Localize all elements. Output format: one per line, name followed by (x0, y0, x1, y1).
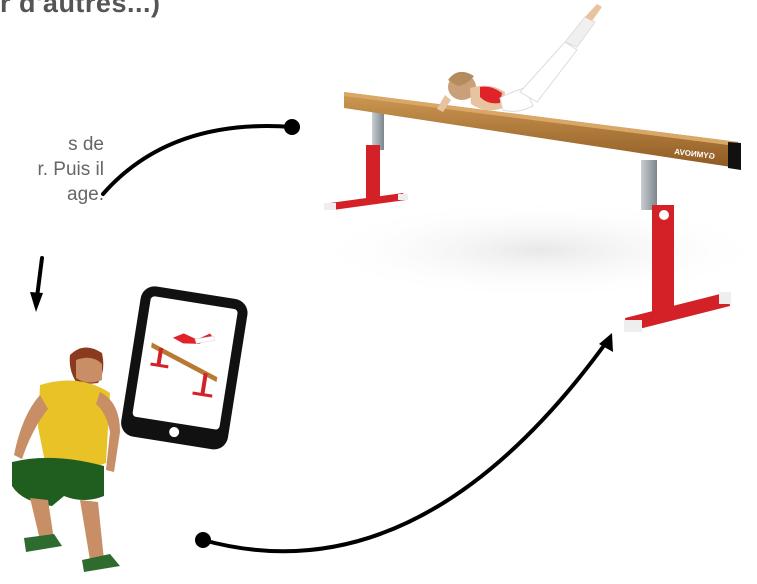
arrow-bottom-curve (203, 340, 608, 551)
arrow-bottom-dot (195, 532, 211, 548)
gymnast-figure (437, 4, 602, 112)
arrow-top-dot (284, 119, 300, 135)
beam-shadow (310, 200, 757, 300)
arrow-top-curve (103, 126, 292, 194)
beam-left-support (324, 110, 408, 210)
balance-beam: GYMNOVA (344, 92, 741, 170)
tablet-device (119, 284, 249, 451)
curved-arrows (30, 119, 613, 551)
arrow-down-head (30, 292, 43, 312)
boy-figure (12, 347, 120, 572)
